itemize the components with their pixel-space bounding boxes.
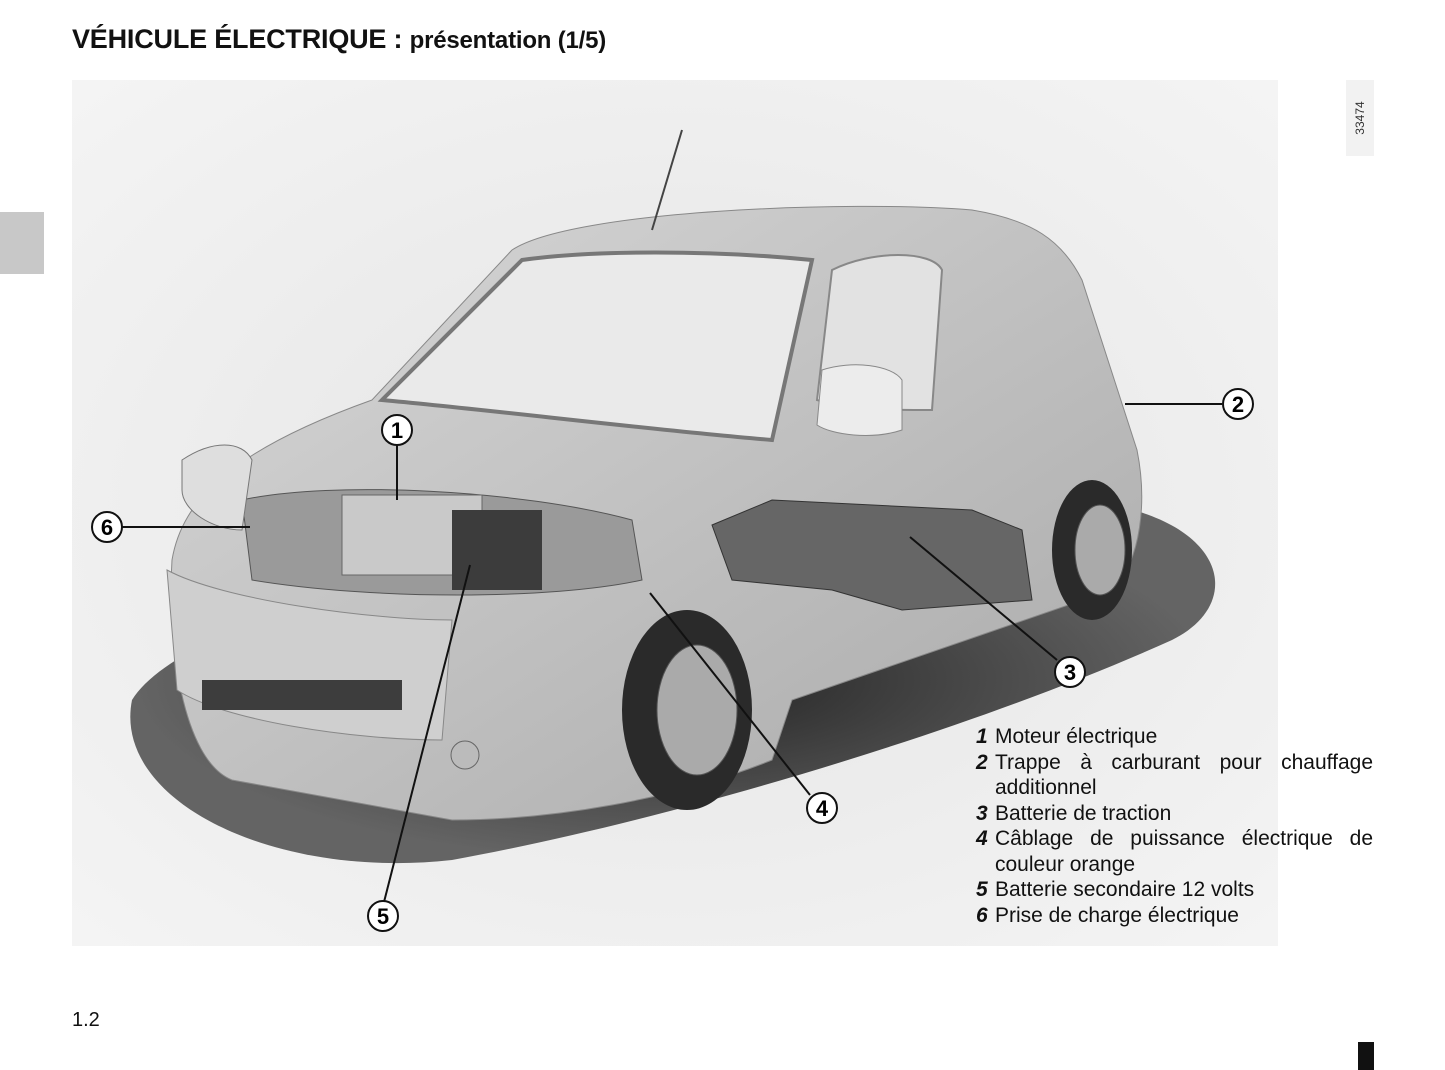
svg-text:6: 6 bbox=[101, 515, 113, 540]
title-main: VÉHICULE ÉLECTRIQUE : bbox=[72, 24, 403, 54]
callout-4: 4 bbox=[806, 792, 838, 824]
svg-text:4: 4 bbox=[816, 796, 829, 821]
vehicle-illustration: 1 2 3 4 5 6 bbox=[72, 80, 1278, 946]
callout-markers: 1 2 3 4 5 6 bbox=[91, 388, 1254, 932]
page-number: 1.2 bbox=[72, 1009, 100, 1031]
page-title: VÉHICULE ÉLECTRIQUE : présentation (1/5) bbox=[72, 24, 606, 55]
antenna bbox=[651, 129, 683, 231]
svg-text:1: 1 bbox=[391, 418, 403, 443]
callout-2: 2 bbox=[1222, 388, 1254, 420]
image-number: 33474 bbox=[1346, 80, 1374, 156]
callout-1: 1 bbox=[381, 414, 413, 446]
windshield bbox=[377, 250, 815, 443]
svg-text:2: 2 bbox=[1232, 392, 1244, 417]
grille bbox=[202, 680, 402, 710]
traction-battery bbox=[711, 499, 1033, 611]
svg-text:3: 3 bbox=[1064, 660, 1076, 685]
section-end-mark bbox=[1358, 1042, 1374, 1070]
callout-3: 3 bbox=[1054, 656, 1086, 688]
mirror bbox=[816, 364, 903, 436]
callout-6: 6 bbox=[91, 511, 123, 543]
title-sub: présentation (1/5) bbox=[409, 27, 607, 54]
fog-light bbox=[450, 740, 480, 770]
section-tab bbox=[0, 212, 44, 274]
secondary-battery bbox=[452, 510, 542, 590]
svg-text:5: 5 bbox=[377, 904, 389, 929]
headlight bbox=[181, 444, 253, 531]
callout-5: 5 bbox=[367, 900, 399, 932]
